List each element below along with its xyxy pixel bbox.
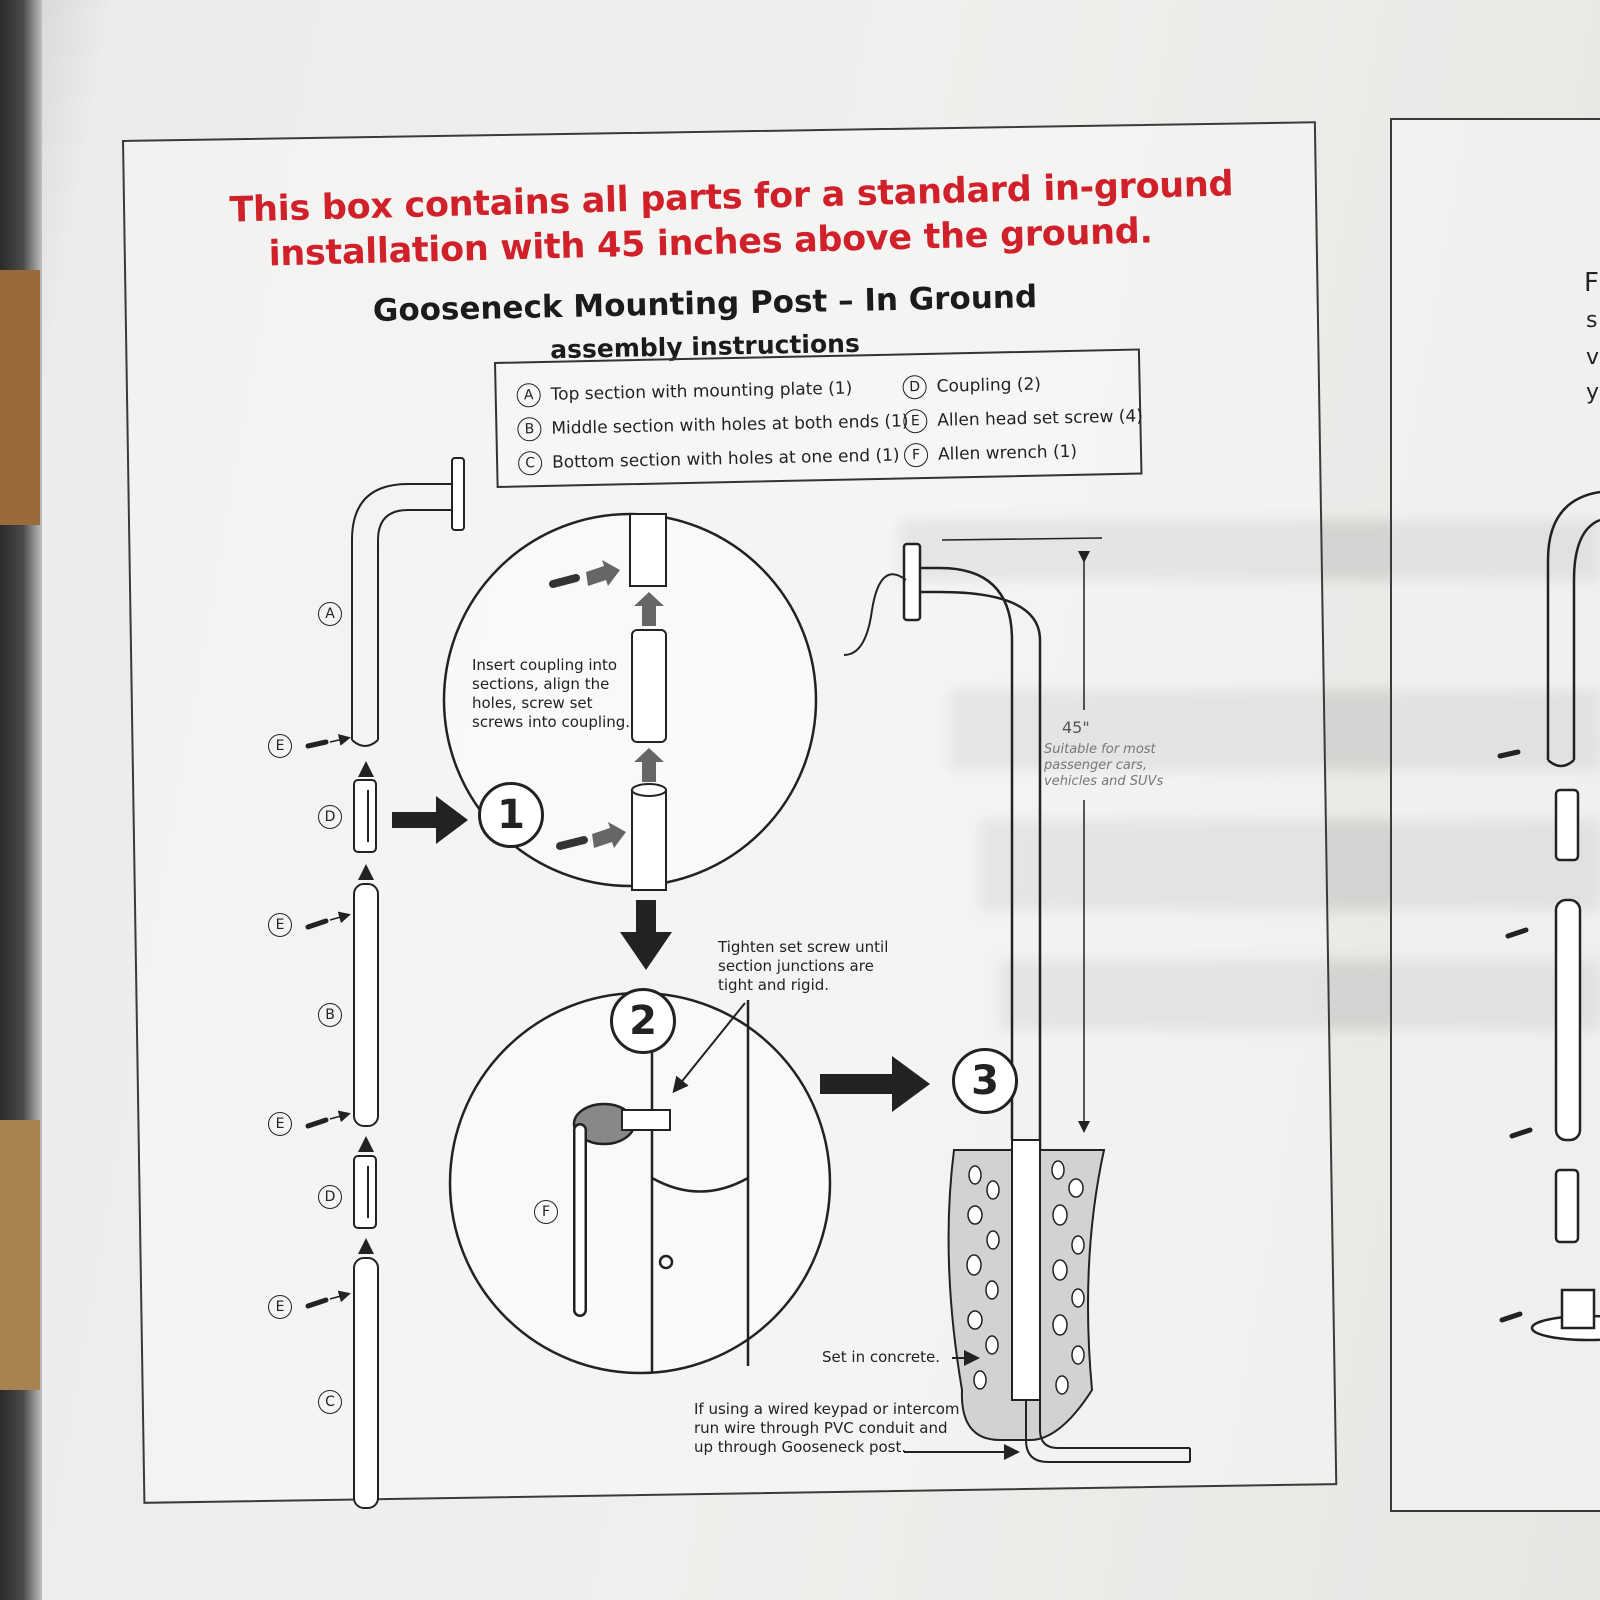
part-label-e: E: [268, 1295, 292, 1319]
gooseneck-section-a: [351, 483, 452, 740]
section-b: [353, 883, 379, 1127]
wire-instructions: If using a wired keypad or intercom run …: [694, 1400, 960, 1456]
part-label-e: E: [268, 734, 292, 758]
part-label-d: D: [318, 805, 342, 829]
step-1-badge: 1: [478, 782, 544, 848]
torn-cardboard: [0, 1120, 40, 1390]
part-label-e: E: [268, 1112, 292, 1136]
section-c: [353, 1257, 379, 1509]
coupling-d-top: [353, 779, 377, 853]
concrete-label: Set in concrete.: [822, 1348, 940, 1366]
part-label-c: C: [318, 1390, 342, 1414]
exploded-post: [305, 457, 465, 1509]
arrow-to-step-1: [392, 796, 468, 844]
mounting-plate: [451, 457, 465, 531]
right-panel-text: v: [1586, 345, 1600, 370]
pvc-conduit: [1025, 1400, 1190, 1463]
installed-mounting-plate: [902, 542, 922, 622]
part-label-a: A: [318, 602, 342, 626]
detail-circle-1: [442, 512, 818, 891]
part-label-b: B: [318, 1003, 342, 1027]
right-panel-text: y: [1586, 380, 1600, 405]
set-screws: [305, 739, 329, 1309]
dimension-value: 45": [1062, 718, 1090, 737]
part-label-f: F: [534, 1200, 558, 1224]
arrow-to-step-3: [820, 1056, 930, 1112]
right-panel-text: F: [1584, 268, 1599, 298]
torn-cardboard: [0, 270, 40, 525]
part-label-d: D: [318, 1185, 342, 1209]
wire: [843, 573, 907, 656]
step-3-badge: 3: [952, 1048, 1018, 1114]
step-2-badge: 2: [610, 988, 676, 1054]
step-1-instructions: Insert coupling into sections, align the…: [472, 656, 631, 731]
detail-circle-2: [448, 991, 832, 1375]
right-panel-post: [1497, 490, 1600, 1342]
installed-post: [843, 537, 1191, 1463]
right-panel-text: s: [1586, 308, 1598, 333]
coupling-d-bottom: [353, 1155, 377, 1229]
arrow-to-step-2: [620, 900, 672, 970]
part-label-e: E: [268, 913, 292, 937]
step-2-instructions: Tighten set screw until section junction…: [718, 938, 889, 994]
dimension-note: Suitable for most passenger cars, vehicl…: [1044, 742, 1164, 789]
